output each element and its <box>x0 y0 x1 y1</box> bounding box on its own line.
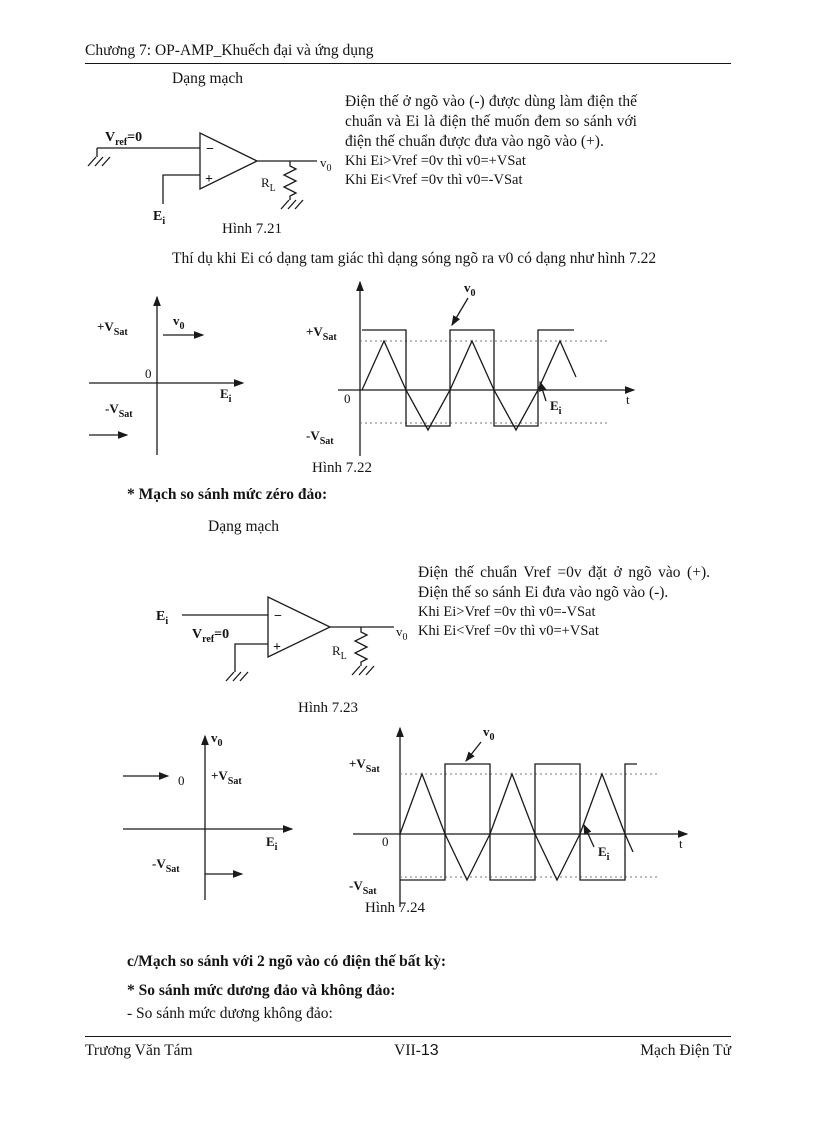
opamp-triangle <box>267 595 332 659</box>
vref-wire <box>234 643 268 672</box>
footer-rule <box>85 1036 731 1037</box>
time-axis-label: t <box>679 836 683 851</box>
noninverting-input-sign: + <box>205 172 213 187</box>
ei-pointer-arrow <box>583 823 595 848</box>
plus-vsat-label: +VSat <box>306 324 337 343</box>
ei-wire <box>162 174 200 204</box>
fig-7-21-text-block: Điện thế ở ngõ vào (-) được dùng làm điệ… <box>345 92 637 190</box>
opamp-triangle <box>199 131 259 191</box>
fig-7-23-caption: Hình 7.23 <box>298 700 358 716</box>
ground-symbol-load <box>280 199 304 210</box>
vo-label: v0 <box>483 724 495 743</box>
origin-label: 0 <box>145 366 152 381</box>
inverting-input-sign: − <box>206 142 214 157</box>
vref-label: Vref=0 <box>192 627 229 645</box>
rl-label: RL <box>261 175 276 194</box>
fig-7-23-description: Điện thế chuẩn Vref =0v đặt ở ngõ vào (+… <box>418 564 710 602</box>
vref-label: Vref=0 <box>105 130 142 148</box>
square-wave-vo <box>400 763 637 881</box>
ei-label: Ei <box>598 844 610 863</box>
ground-symbol-load <box>351 665 375 676</box>
fig-7-21-condition-2: Khi Ei<Vref =0v thì v0=-VSat <box>345 172 523 189</box>
triangle-wave-ei <box>399 772 634 882</box>
origin-label: 0 <box>382 834 389 849</box>
vo-label: v0 <box>396 624 408 643</box>
vo-label: v0 <box>211 730 223 749</box>
fig-7-23-text-block: Điện thế chuẩn Vref =0v đặt ở ngõ vào (+… <box>418 563 710 641</box>
fig-7-21-condition-1: Khi Ei>Vref =0v thì v0=+VSat <box>345 153 526 170</box>
graph-transfer-noninv: +VSat v0 0 Ei -VSat <box>89 295 245 455</box>
vo-pointer-arrow <box>465 741 482 763</box>
footer-book-title: Mạch Điện Tử <box>640 1042 731 1059</box>
triangle-wave-ei <box>361 339 577 432</box>
header-rule <box>85 63 731 64</box>
dang-mach-label-2: Dạng mạch <box>208 518 280 535</box>
vo-pointer-arrow <box>451 297 469 327</box>
graph-waveform-7-22: v0 Ei +VSat -VSat 0 t <box>306 280 636 456</box>
footer-page-number: VII-13 <box>394 1042 439 1059</box>
inverting-comparator-heading: * Mạch so sánh mức zéro đảo: <box>127 486 328 503</box>
noninverting-input-sign: + <box>273 640 281 655</box>
minus-vsat-label: -VSat <box>105 401 133 420</box>
ground-symbol-left <box>87 156 111 167</box>
graph-waveform-7-24: v0 Ei +VSat -VSat 0 t <box>349 724 689 907</box>
ei-label: Ei <box>153 209 165 227</box>
minus-vsat-label: -VSat <box>152 856 180 875</box>
fig-7-22-caption: Hình 7.22 <box>312 460 372 476</box>
load-resistor <box>282 161 298 200</box>
chapter-title: Chương 7: OP-AMP_Khuếch đại và ứng dụng <box>85 42 374 59</box>
fig-7-23-condition-2: Khi Ei<Vref =0v thì v0=+VSat <box>418 623 599 640</box>
vref-wire <box>96 147 200 157</box>
circuit-fig-7-21: − + Vref=0 Ei v0 RL <box>87 130 332 227</box>
graph-transfer-inv: v0 0 +VSat -VSat Ei <box>123 730 294 900</box>
vo-label: v0 <box>320 155 332 174</box>
fig-7-23-condition-1: Khi Ei>Vref =0v thì v0=-VSat <box>418 604 596 621</box>
fig-7-21-description: Điện thế ở ngõ vào (-) được dùng làm điệ… <box>345 93 637 151</box>
ei-axis-label: Ei <box>220 386 232 405</box>
origin-label: 0 <box>344 391 351 406</box>
vo-label: v0 <box>173 313 185 332</box>
ei-label: Ei <box>550 398 562 417</box>
time-axis-label: t <box>626 392 630 407</box>
ground-symbol-vref <box>225 671 249 682</box>
footer-author: Trương Văn Tám <box>85 1042 193 1059</box>
load-resistor <box>353 627 369 666</box>
section-c-heading: c/Mạch so sánh với 2 ngõ vào có điện thế… <box>127 953 447 970</box>
section-c-subheading: * So sánh mức dương đảo và không đảo: <box>127 982 396 999</box>
circuit-fig-7-23: Ei − + Vref=0 v0 RL <box>156 595 408 682</box>
dang-mach-label-1: Dạng mạch <box>172 70 244 87</box>
ei-pointer-arrow <box>539 380 547 402</box>
minus-vsat-label: -VSat <box>306 428 334 447</box>
plus-vsat-label: +VSat <box>97 319 128 338</box>
origin-label: 0 <box>178 773 185 788</box>
minus-vsat-label: -VSat <box>349 878 377 897</box>
page-footer: Trương Văn Tám VII-13 Mạch Điện Tử <box>85 1042 731 1060</box>
fig-7-24-caption: Hình 7.24 <box>365 900 425 916</box>
rl-label: RL <box>332 643 347 662</box>
vo-label: v0 <box>464 280 476 299</box>
inverting-input-sign: − <box>274 609 282 624</box>
plus-vsat-label: +VSat <box>211 768 242 787</box>
square-wave-vo <box>362 329 574 427</box>
example-text: Thí dụ khi Ei có dạng tam giác thì dạng … <box>172 250 657 267</box>
plus-vsat-label: +VSat <box>349 756 380 775</box>
ei-label: Ei <box>156 609 168 627</box>
fig-7-21-caption: Hình 7.21 <box>222 221 282 237</box>
ei-axis-label: Ei <box>266 834 278 853</box>
section-c-line: - So sánh mức dương không đảo: <box>127 1005 333 1022</box>
